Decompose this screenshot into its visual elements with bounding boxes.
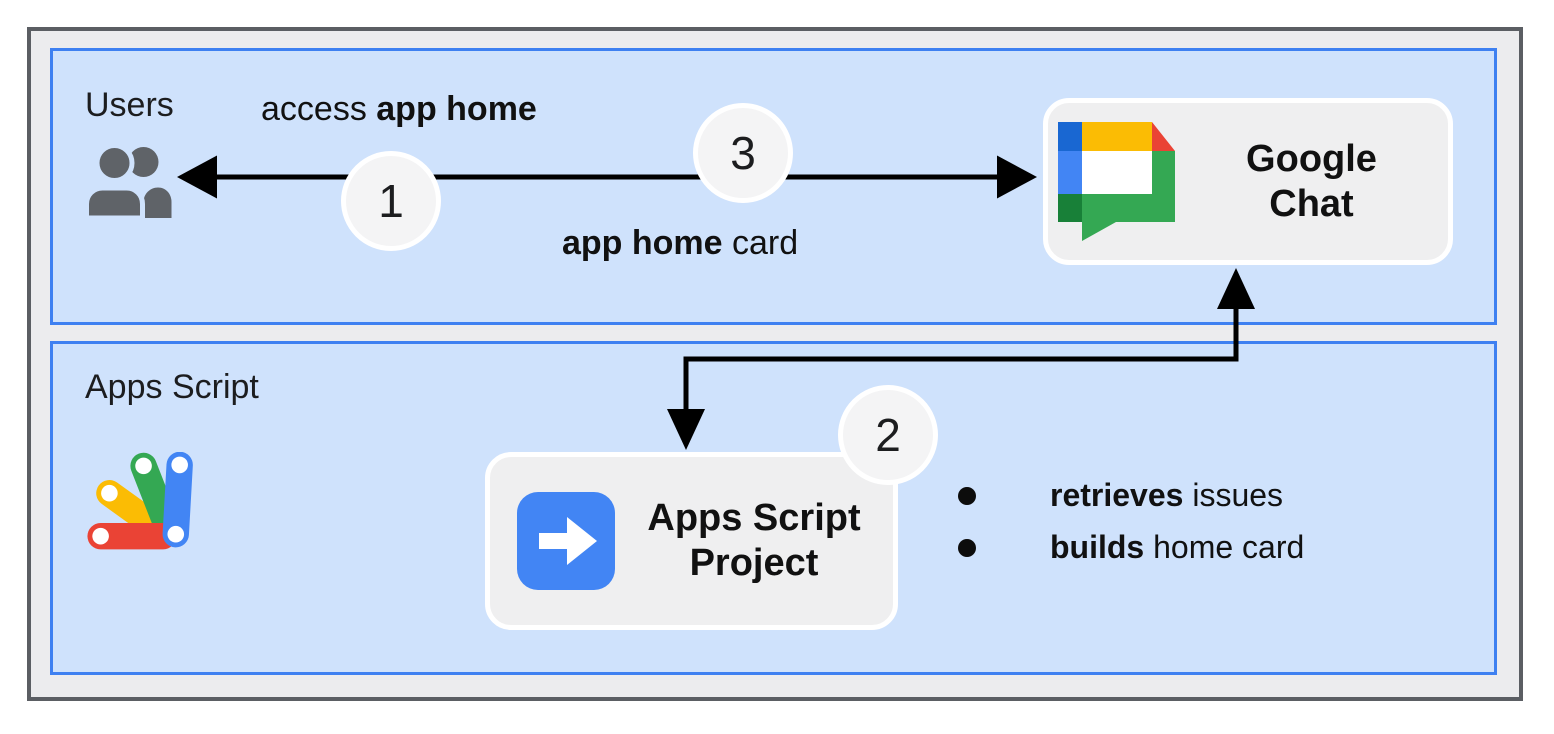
arrow-chat-project-shaft: [683, 307, 1239, 411]
arrowhead-left-icon: [177, 155, 217, 199]
card-label-bold: app home: [562, 224, 723, 262]
project-right-arrow-icon: [517, 492, 615, 590]
card-label-regular: card: [722, 224, 799, 262]
bullet-2-bold: builds: [1050, 529, 1145, 565]
users-people-icon: [84, 143, 172, 218]
bullet-item-retrieves: retrieves issues: [958, 477, 1283, 514]
bullet-1-regular: issues: [1183, 477, 1284, 513]
bullet-1-bold: retrieves: [1050, 477, 1184, 513]
step-circle-1: 1: [341, 151, 441, 251]
access-app-home-label: access app home: [261, 90, 537, 129]
access-label-bold: app home: [376, 90, 537, 128]
apps-script-logo-icon: [87, 452, 193, 550]
arrowhead-up-icon: [1217, 268, 1255, 309]
step-circle-3: 3: [693, 103, 793, 203]
apps-script-project-node-label: Apps Script Project: [647, 497, 861, 584]
bullet-dot-icon: [958, 486, 976, 505]
apps-script-project-node: Apps Script Project: [485, 452, 898, 630]
arrowhead-right-icon: [997, 155, 1037, 199]
step-1-number: 1: [378, 175, 404, 227]
arrow-chat-project: [667, 268, 1255, 450]
step-2-number: 2: [875, 409, 901, 461]
google-chat-node: Google Chat: [1043, 98, 1453, 265]
google-chat-node-label: Google Chat: [1246, 137, 1377, 225]
google-chat-logo-icon: [1058, 122, 1175, 241]
access-label-regular: access: [261, 90, 377, 128]
step-3-number: 3: [730, 127, 756, 179]
step-circle-2: 2: [838, 385, 938, 485]
arrow-users-chat: [177, 155, 1037, 199]
bullet-2-regular: home card: [1144, 529, 1305, 565]
users-band-label: Users: [85, 86, 174, 124]
bullet-item-builds: builds home card: [958, 529, 1304, 566]
apps-script-band-label: Apps Script: [85, 368, 259, 406]
app-home-card-label: app home card: [562, 224, 798, 263]
bullet-dot-icon: [958, 538, 976, 557]
arrowhead-down-icon: [667, 409, 705, 450]
